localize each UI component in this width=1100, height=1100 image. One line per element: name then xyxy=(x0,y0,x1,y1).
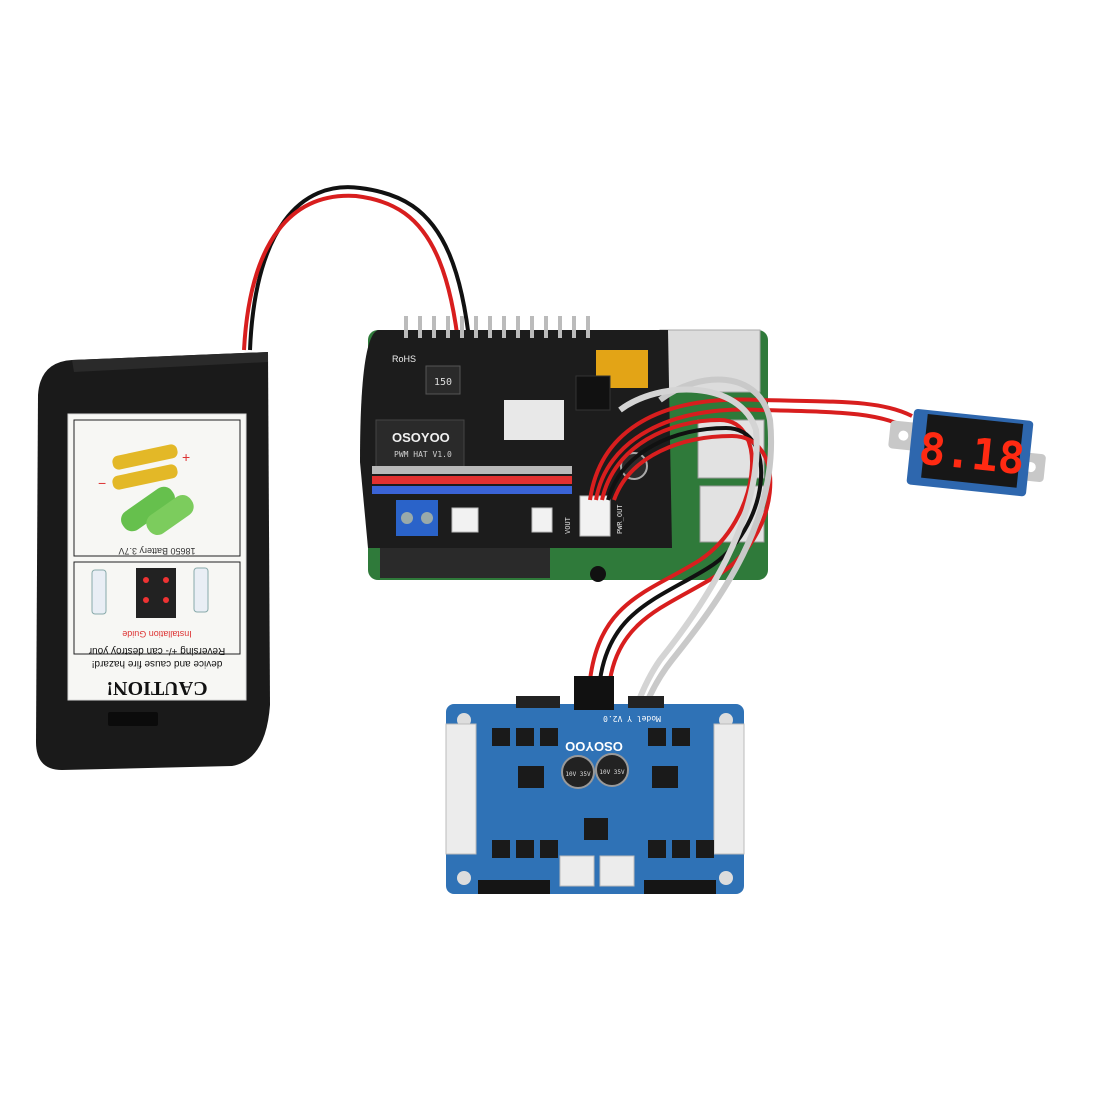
hat-brand: OSOYOO xyxy=(392,430,450,445)
caution-line-1: Reversing +/- can destroy your xyxy=(88,645,225,656)
gpio-header-pins xyxy=(404,316,590,338)
cell-diagram-left xyxy=(91,569,107,615)
caution-title: CAUTION! xyxy=(106,677,207,699)
voltmeter-display xyxy=(921,414,1024,488)
inductor xyxy=(425,365,461,395)
battery-connector xyxy=(451,507,479,533)
driver-capacitor-2 xyxy=(595,753,629,787)
battery-box: + − 18650 Battery 3.7V Installation Guid… xyxy=(36,352,270,770)
rohs-text: RoHS xyxy=(392,354,416,364)
driver-bottom-connector-2 xyxy=(599,855,635,887)
hat-switch xyxy=(531,507,553,533)
battery-cells-illustration xyxy=(112,444,194,535)
motor-driver-board: OSOYOO Model Y V2.0 10V 35V 10V 35V xyxy=(445,676,745,894)
installation-guide-text: Installation Guide xyxy=(122,629,192,639)
hat-capacitor xyxy=(620,452,648,480)
driver-chips xyxy=(492,728,714,858)
hat-white-label xyxy=(504,400,564,440)
battery-spec-text: 18650 Battery 3.7V xyxy=(118,546,195,556)
hat-model: PWM HAT V1.0 xyxy=(394,450,452,459)
vout-connector xyxy=(579,495,611,537)
servo-pin-rows xyxy=(372,466,572,494)
driver-brand: OSOYOO xyxy=(565,739,623,754)
audio-jack xyxy=(590,566,606,582)
battery-switch xyxy=(108,712,158,726)
minus-sign: − xyxy=(98,475,106,491)
driver-capacitor-1 xyxy=(561,755,595,789)
voltmeter: 8.18 xyxy=(888,408,1046,497)
driver-top-header xyxy=(516,696,664,708)
driver-connector-right xyxy=(713,723,745,855)
driver-connector-left xyxy=(445,723,477,855)
battery-label-sticker: + − 18650 Battery 3.7V Installation Guid… xyxy=(67,413,247,701)
pwm-hat: 150 RoHS OSOYOO PWM HAT V1.0 VOUT PWR_OU… xyxy=(360,316,672,548)
driver-cap-label-2: 10V 35V xyxy=(599,769,625,776)
vout-label: VOUT xyxy=(564,516,572,534)
voltmeter-reading: 8.18 xyxy=(916,423,1027,485)
driver-input-plug xyxy=(574,676,614,710)
pi-side-ports xyxy=(380,548,550,578)
driver-cap-label-1: 10V 35V xyxy=(565,771,591,778)
hat-ic xyxy=(575,375,611,411)
driver-model: Model Y V2.0 xyxy=(603,714,661,723)
battery-holder-diagram xyxy=(136,568,176,618)
caution-line-2: device and cause fire hazard! xyxy=(92,658,223,669)
plus-sign: + xyxy=(182,449,190,465)
driver-bottom-headers xyxy=(478,880,716,894)
cell-diagram-right xyxy=(193,567,209,613)
inductor-code: 150 xyxy=(434,377,452,388)
driver-bottom-connector-1 xyxy=(559,855,595,887)
hat-chip-area xyxy=(375,419,465,469)
pwr-out-label: PWR_OUT xyxy=(616,504,624,534)
